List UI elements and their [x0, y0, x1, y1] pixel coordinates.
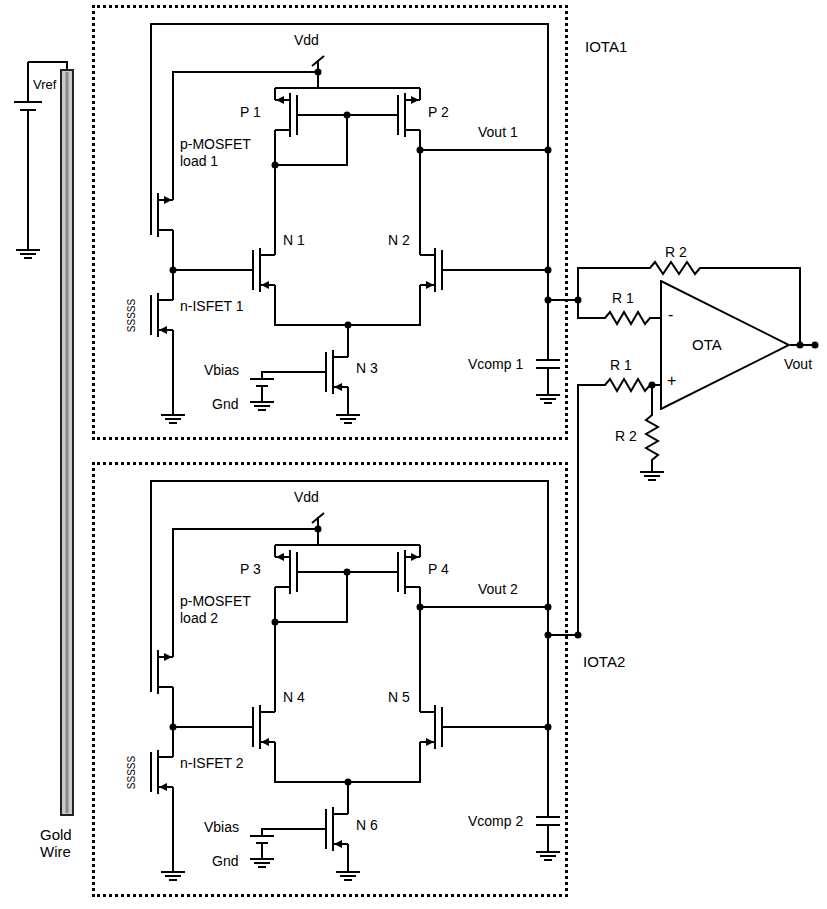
- node-label: IOTA1: [585, 38, 627, 56]
- junction-dot: [575, 297, 582, 304]
- bias-label: Vbias: [204, 819, 239, 836]
- ground-label: Gnd: [212, 396, 238, 413]
- gold-wire-shade: [66, 72, 69, 813]
- input-sign: -: [668, 306, 673, 323]
- transistor-label: N 3: [356, 360, 378, 377]
- transistor-label: N 1: [283, 232, 305, 249]
- input-sign: +: [667, 372, 676, 389]
- transistor-label: p-MOSFET load 2: [180, 593, 260, 627]
- node-label: OTA: [692, 336, 722, 354]
- junction-dot: [545, 632, 552, 639]
- junction-dot: [649, 382, 656, 389]
- junction-dot: [575, 632, 582, 639]
- capacitor-label: Vcomp 1: [468, 356, 523, 373]
- circuit-drawing: [640, 472, 664, 480]
- ota-amplifier: OTA: [660, 280, 790, 410]
- gold-wire-electrode: [61, 70, 73, 815]
- resistor-label: R 1: [610, 357, 632, 374]
- transistor-label: P 4: [428, 561, 449, 578]
- membrane-mark: SSSSS: [123, 756, 140, 789]
- bias-label: Vbias: [204, 362, 239, 379]
- reference-label: Vref: [33, 76, 56, 93]
- circuit-drawing: [14, 24, 819, 880]
- capacitor-label: Vcomp 2: [468, 813, 523, 830]
- reference-wire: [14, 62, 67, 250]
- resistor-label: R 2: [665, 244, 687, 261]
- membrane-mark: SSSSS: [123, 299, 140, 332]
- iota-boundary: IOTA1: [92, 5, 568, 440]
- junction-dot: [797, 342, 804, 349]
- transistor-label: P 3: [240, 561, 261, 578]
- signal-label: Vout 2: [478, 581, 518, 598]
- output-wire: [548, 262, 815, 635]
- transistor-label: P 1: [240, 104, 261, 121]
- supply-label: Vdd: [294, 32, 319, 49]
- transistor-label: P 2: [428, 104, 449, 121]
- ground-label: Gnd: [212, 853, 238, 870]
- triangle-outline: [660, 280, 790, 410]
- circuit-drawing: [16, 250, 40, 258]
- transistor-label: p-MOSFET load 1: [180, 136, 260, 170]
- node-label: IOTA2: [583, 653, 625, 671]
- transistor-label: N 4: [283, 689, 305, 706]
- resistor-label: R 1: [612, 290, 634, 307]
- signal-label: Vout 1: [478, 124, 518, 141]
- circuit-drawing: [151, 24, 560, 423]
- junction-dot: [545, 297, 552, 304]
- transistor-label: N 6: [356, 817, 378, 834]
- iota-boundary: IOTA2: [92, 462, 568, 897]
- transistor-label: N 5: [388, 689, 410, 706]
- circuit-drawing: [151, 481, 560, 880]
- junction-dot: [812, 342, 819, 349]
- triangle-outline: [661, 281, 789, 409]
- output-label: Vout: [784, 356, 812, 373]
- resistor-label: R 2: [615, 428, 637, 445]
- transistor-label: N 2: [388, 232, 410, 249]
- electrode-label: Gold Wire: [40, 826, 84, 860]
- transistor-label: n-ISFET 1: [180, 298, 244, 315]
- supply-label: Vdd: [294, 489, 319, 506]
- transistor-label: n-ISFET 2: [180, 755, 244, 772]
